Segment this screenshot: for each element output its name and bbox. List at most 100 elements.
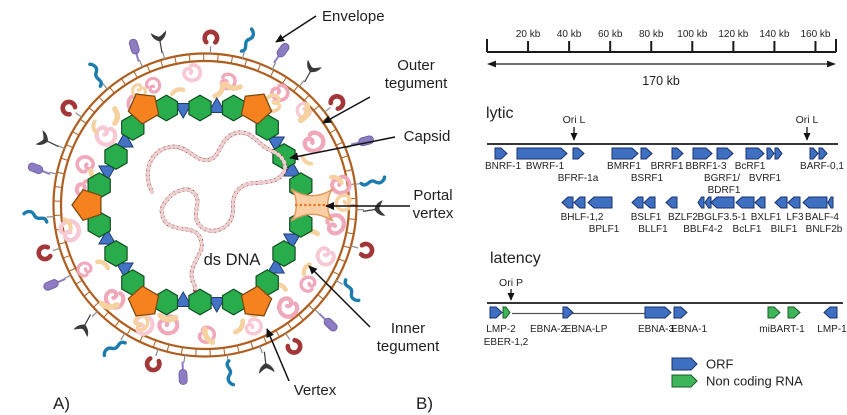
envelope-label: Envelope — [322, 8, 385, 25]
gene-label: EBNA-1 — [671, 324, 708, 335]
ruler-tick-label: 140 kb — [759, 29, 789, 40]
vertex-arrow — [266, 328, 290, 382]
panel-b-label: B) — [416, 394, 433, 413]
legend: ORF Non coding RNA — [671, 357, 803, 389]
ruler-tick-label: 60 kb — [598, 29, 623, 40]
capsid-triangle — [98, 228, 117, 245]
orf-arrow — [572, 147, 585, 160]
orf-arrow — [774, 147, 783, 160]
gene-label: BALF-4 — [805, 212, 839, 223]
capsid-hexagon — [188, 94, 212, 122]
spike-squiggle-icon — [100, 332, 127, 360]
gene-label: LF3 — [786, 212, 804, 223]
gene-label: BVRF1 — [749, 173, 782, 184]
orf-arrow — [494, 147, 508, 160]
virus-annotations: Envelope Outer tegument Capsid Portal ve… — [53, 8, 454, 413]
gene-label: BPLF1 — [589, 224, 620, 235]
spike-horseshoe-icon — [323, 92, 348, 113]
capsid-triangle — [207, 296, 227, 313]
capsid-triangle — [173, 291, 193, 307]
ruler-tick-label: 100 kb — [677, 29, 707, 40]
portal-vertex-icon — [290, 188, 334, 222]
capsid-ring — [71, 93, 313, 317]
orf-arrow — [587, 196, 613, 209]
virus-panel: Envelope Outer tegument Capsid Portal ve… — [21, 8, 454, 413]
envelope-outer-ring — [52, 52, 358, 358]
tegument-blob — [115, 109, 118, 124]
capsid-triangle — [282, 233, 302, 250]
gene-label: BFRF-1a — [558, 173, 599, 184]
orf-arrow — [573, 196, 586, 209]
orf-arrow — [704, 196, 712, 209]
gene-label: BHLF-1,2 — [561, 212, 604, 223]
orf-arrow — [489, 306, 503, 319]
tegument-blob — [101, 304, 117, 308]
lytic-section-label: lytic — [486, 105, 514, 122]
spike-squiggle-icon — [354, 172, 388, 192]
tegument-blob — [215, 85, 225, 98]
gene-label: BNLF2b — [806, 224, 843, 235]
orf-arrow — [802, 196, 828, 209]
orf-arrow — [697, 196, 705, 209]
legend-ncrna-arrow-icon — [671, 374, 698, 388]
orf-arrow — [673, 306, 688, 319]
capsid-hexagon — [104, 239, 128, 268]
orf-arrow — [745, 147, 765, 160]
capsid-triangle — [266, 257, 286, 274]
capsid-hexagon — [221, 288, 246, 316]
spike-anchor-icon — [36, 130, 66, 154]
orf-arrow — [665, 196, 678, 209]
spike-anchor-icon — [256, 345, 275, 374]
gene-label: LMP-1 — [817, 324, 847, 335]
inner-tegument-label-line1: Inner — [391, 320, 425, 337]
orf-arrow — [754, 196, 766, 209]
orf-arrow — [787, 196, 801, 209]
outer-tegument-label-line1: Outer — [397, 57, 435, 74]
orf-arrow — [644, 306, 672, 319]
tegument-blob — [236, 321, 245, 333]
orf-arrow — [671, 147, 684, 160]
orf-arrow — [631, 196, 644, 209]
orf-arrow — [827, 196, 834, 209]
spike-squiggle-icon — [85, 60, 109, 90]
capsid-triangle — [115, 262, 134, 279]
orf-arrow — [692, 147, 713, 160]
spike-lollipop-icon — [41, 274, 72, 293]
tegument-blob — [299, 155, 314, 168]
capsid-triangle — [115, 131, 134, 148]
spike-lollipop-icon — [313, 308, 340, 334]
spike-horseshoe-icon — [60, 99, 83, 122]
capsid-triangle — [98, 165, 117, 182]
orf-arrow — [809, 147, 819, 160]
gene-label: BcRF1 — [735, 161, 766, 172]
capsid-hexagon — [221, 94, 246, 122]
gene-label: BBRF1-3 — [685, 161, 727, 172]
gene-label: BWRF-1 — [526, 161, 565, 172]
capsid-hexagon — [272, 142, 296, 171]
spike-horseshoe-icon — [350, 239, 375, 259]
capsid-hexagon — [104, 142, 128, 171]
spike-lollipop-icon — [344, 134, 376, 150]
spike-horseshoe-icon — [145, 348, 164, 372]
spike-lollipop-icon — [26, 160, 58, 179]
gene-label: BLLF1 — [638, 224, 668, 235]
orf-arrow — [640, 147, 653, 160]
spike-anchor-icon — [74, 310, 99, 337]
gene-label: LMP-2 — [486, 324, 516, 335]
gene-label: EBER-1,2 — [484, 337, 529, 348]
ori-l-label-1: Ori L — [563, 114, 586, 126]
gene-label: BSRF1 — [631, 173, 664, 184]
orf-arrow — [716, 147, 734, 160]
tegument-curl — [179, 60, 206, 86]
capsid-triangle — [207, 97, 227, 114]
outer-tegument-label-line2: tegument — [385, 75, 448, 92]
capsid-triangle — [266, 136, 286, 153]
spike-lollipop-icon — [177, 354, 189, 386]
portal-vertex-label-line2: vertex — [413, 205, 454, 222]
spike-squiggle-icon — [21, 208, 55, 224]
capsid-pentagon — [127, 285, 160, 317]
gene-label: BRRF1 — [651, 161, 684, 172]
legend-orf-label: ORF — [706, 357, 734, 372]
